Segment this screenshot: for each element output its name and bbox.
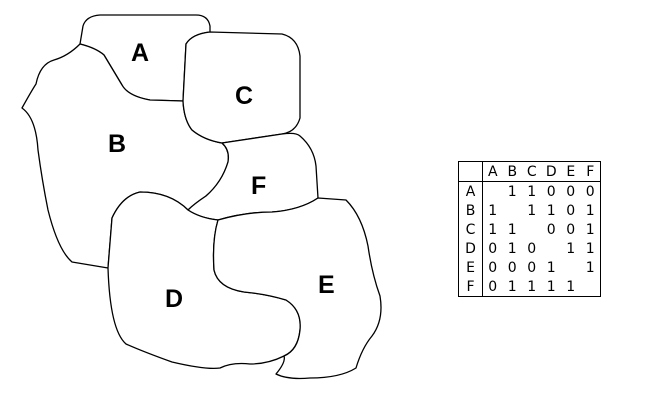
matrix-corner-cell (458, 161, 483, 182)
matrix-cell: 0 (527, 240, 537, 257)
matrix-cell: 1 (527, 278, 537, 295)
matrix-header-row: A B C D E F (458, 161, 601, 182)
matrix-cell: 0 (546, 221, 556, 238)
matrix-row: C 1 1 0 0 1 (458, 220, 601, 239)
matrix-col-header: E (561, 161, 581, 182)
matrix-col-header: F (580, 161, 601, 182)
matrix-row-header: C (458, 220, 483, 239)
matrix-cell (561, 258, 581, 277)
region-label-f: F (251, 172, 266, 200)
matrix-cell: 1 (585, 221, 595, 238)
matrix-cell: 0 (488, 259, 498, 276)
region-e (212, 197, 382, 380)
matrix-row: B 1 1 1 0 1 (458, 201, 601, 220)
matrix-cell: 1 (507, 240, 517, 257)
matrix-cell: 1 (507, 278, 517, 295)
matrix-cell (542, 239, 562, 258)
matrix-cell (503, 201, 523, 220)
region-label-b: B (108, 130, 126, 158)
matrix-row-header: B (458, 201, 483, 220)
matrix-cell: 1 (507, 221, 517, 238)
matrix-row: A 1 1 0 0 0 (458, 181, 601, 202)
matrix-cell: 1 (546, 259, 556, 276)
region-label-d: D (165, 285, 183, 313)
matrix-col-header: C (522, 161, 542, 182)
matrix-cell: 1 (566, 278, 576, 295)
matrix-cell: 0 (566, 183, 576, 200)
matrix-cell: 1 (488, 221, 498, 238)
matrix-cell: 0 (488, 278, 498, 295)
matrix-cell: 1 (566, 240, 576, 257)
matrix-cell: 1 (585, 240, 595, 257)
region-label-e: E (318, 271, 335, 299)
matrix-cell: 1 (585, 202, 595, 219)
region-label-a: A (131, 39, 149, 67)
matrix-cell (483, 182, 503, 202)
matrix-cell: 0 (488, 240, 498, 257)
matrix-cell: 1 (546, 202, 556, 219)
matrix-cell: 0 (546, 183, 556, 200)
matrix-cell: 0 (527, 259, 537, 276)
matrix-cell: 1 (488, 202, 498, 219)
matrix-row: F 0 1 1 1 1 (458, 277, 601, 297)
matrix-cell: 0 (585, 183, 595, 200)
matrix-cell: 1 (585, 259, 595, 276)
matrix-row-header: A (458, 181, 483, 201)
matrix-cell: 1 (527, 183, 537, 200)
matrix-cell (522, 220, 542, 239)
adjacency-matrix: A B C D E F A 1 1 0 0 0 B 1 1 1 0 1 C (458, 161, 601, 297)
matrix-cell: 1 (527, 202, 537, 219)
matrix-row-header: F (458, 277, 483, 297)
matrix-cell: 1 (507, 183, 517, 200)
matrix-row-header: D (458, 239, 483, 258)
matrix-col-header: D (541, 161, 561, 182)
region-map: A B C D E F (21, 14, 382, 380)
matrix-col-header: A (482, 161, 503, 182)
matrix-cell: 1 (546, 278, 556, 295)
region-label-c: C (235, 82, 253, 110)
matrix-row-header: E (458, 258, 483, 277)
matrix-col-header: B (502, 161, 522, 182)
matrix-row: D 0 1 0 1 1 (458, 239, 601, 258)
matrix-cell (581, 277, 601, 297)
matrix-cell: 0 (566, 221, 576, 238)
region-c (182, 31, 301, 144)
matrix-cell: 0 (507, 259, 517, 276)
matrix-cell: 0 (566, 202, 576, 219)
matrix-row: E 0 0 0 1 1 (458, 258, 601, 277)
